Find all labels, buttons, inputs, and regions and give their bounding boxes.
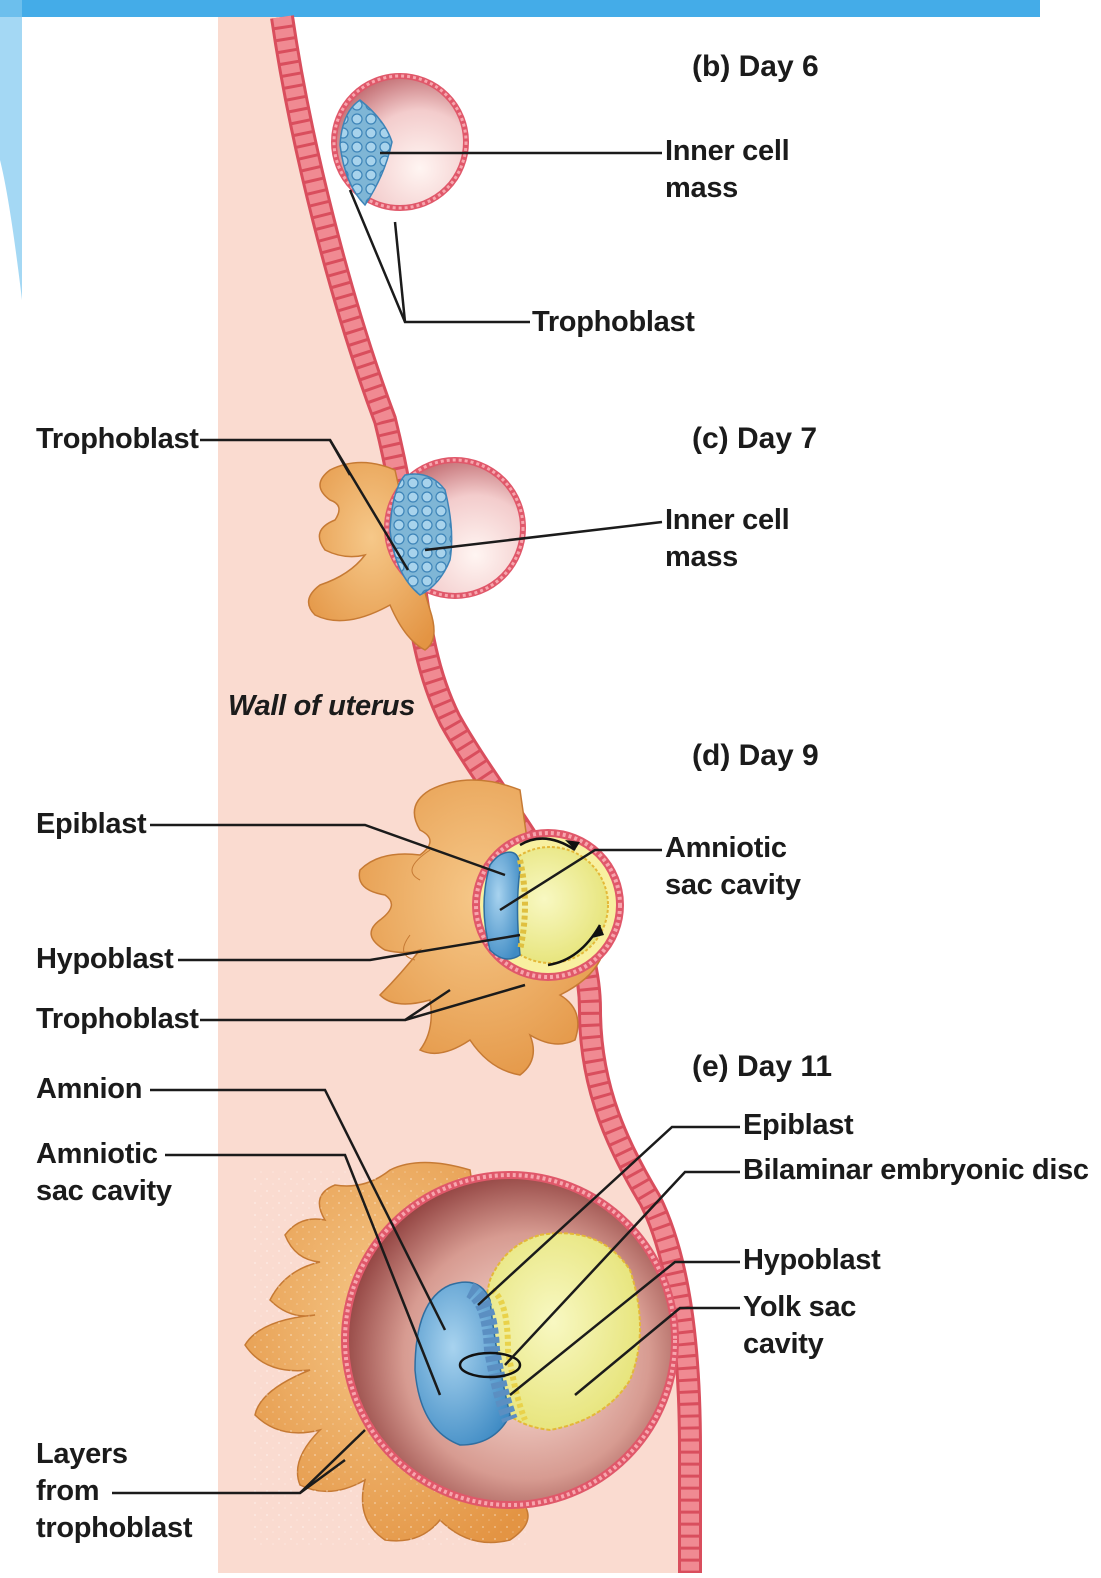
leader-e-epiblast <box>477 1125 740 1306</box>
leader-e-amnion <box>150 1088 447 1331</box>
inner-cell-mass-day6 <box>339 99 393 207</box>
d-epiblast-label: Epiblast <box>36 808 147 840</box>
leader-b-trophoblast <box>348 189 530 324</box>
bilaminar-disc-outline <box>458 1351 522 1379</box>
arrow-bottom <box>547 924 602 967</box>
leader-e-yolk-sac <box>574 1306 740 1396</box>
e-hypoblast-label: Hypoblast <box>743 1244 881 1276</box>
epiblast-day11 <box>465 1282 518 1423</box>
leader-e-bilaminar <box>504 1170 740 1366</box>
embryo-day9 <box>358 779 624 1076</box>
wall-of-uterus-label: Wall of uterus <box>228 690 416 722</box>
header-bar <box>0 0 1040 17</box>
stage-d-title: (d) Day 9 <box>692 739 819 772</box>
d-hypoblast-label: Hypoblast <box>36 943 174 975</box>
e-epiblast-label: Epiblast <box>743 1109 854 1141</box>
leader-d-hypoblast <box>178 933 521 962</box>
corner-decoration <box>0 0 22 300</box>
arrow-top <box>519 837 576 852</box>
stage-e-title: (e) Day 11 <box>692 1050 833 1083</box>
e-bilaminar-disc-label: Bilaminar embryonic disc <box>743 1154 1089 1186</box>
c-trophoblast-label: Trophoblast <box>36 423 199 455</box>
d-trophoblast-label: Trophoblast <box>36 1003 199 1035</box>
yolk-sac-day11 <box>481 1232 641 1432</box>
b-trophoblast-label: Trophoblast <box>532 306 695 338</box>
stage-b-title: (b) Day 6 <box>692 50 819 83</box>
embryo-day11 <box>244 1161 679 1551</box>
hypoblast-day11 <box>490 1287 528 1422</box>
leader-d-epiblast <box>150 823 506 877</box>
leader-c-inner-cell-mass <box>424 520 663 552</box>
blastocyst-day7 <box>307 457 526 651</box>
leader-e-hypoblast <box>509 1260 740 1396</box>
e-amnion-label: Amnion <box>36 1073 143 1105</box>
stage-c-title: (c) Day 7 <box>692 422 818 455</box>
blastocyst-day6 <box>331 73 469 211</box>
leader-e-amniotic <box>165 1153 442 1396</box>
hypoblast-day9 <box>517 859 528 951</box>
leader-lines <box>112 151 740 1495</box>
leader-d-amniotic <box>499 848 662 912</box>
